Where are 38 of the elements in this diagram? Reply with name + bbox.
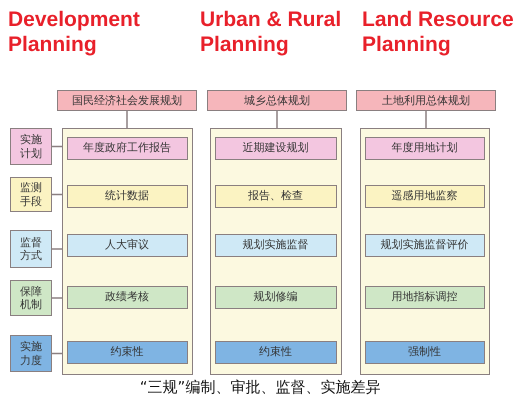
item-box: 年度政府工作报告 (66, 136, 188, 160)
column-heading: Urban & Rural Planning (200, 7, 342, 58)
plan-box: 国民经济社会发展规划 (57, 90, 197, 111)
item-box: 约束性 (66, 340, 188, 364)
column-heading: Development Planning (8, 7, 141, 58)
connector-line (52, 297, 62, 299)
item-box: 近期建设规划 (214, 136, 336, 160)
column-panel (360, 128, 490, 375)
connector-line (52, 194, 62, 196)
connector-line (126, 111, 128, 128)
connector-line (52, 248, 62, 250)
connector-line (276, 111, 278, 128)
item-box: 政绩考核 (66, 286, 188, 308)
column-panel (62, 128, 193, 375)
category-box: 实施力度 (10, 335, 52, 372)
column-panel (210, 128, 342, 375)
column-heading: Land Resource Planning (362, 7, 515, 58)
connector-line (52, 352, 62, 354)
category-box: 实施计划 (10, 128, 52, 165)
category-box: 保障机制 (10, 280, 52, 316)
item-box: 约束性 (214, 340, 336, 364)
category-box: 监督方式 (10, 230, 52, 268)
connector-line (425, 111, 427, 128)
category-box: 监测手段 (10, 177, 52, 212)
plan-box: 土地利用总体规划 (356, 90, 496, 111)
caption: “三规”编制、审批、监督、实施差异 (138, 378, 382, 397)
plan-box: 城乡总体规划 (207, 90, 347, 111)
item-box: 遥感用地监察 (364, 184, 484, 208)
item-box: 强制性 (364, 340, 484, 364)
item-box: 年度用地计划 (364, 136, 484, 160)
item-box: 规划实施监督评价 (364, 234, 484, 256)
item-box: 人大审议 (66, 234, 188, 256)
item-box: 报告、检查 (214, 184, 336, 208)
item-box: 规划实施监督 (214, 234, 336, 256)
connector-line (52, 146, 62, 148)
item-box: 用地指标调控 (364, 286, 484, 308)
item-box: 统计数据 (66, 184, 188, 208)
item-box: 规划修编 (214, 286, 336, 308)
